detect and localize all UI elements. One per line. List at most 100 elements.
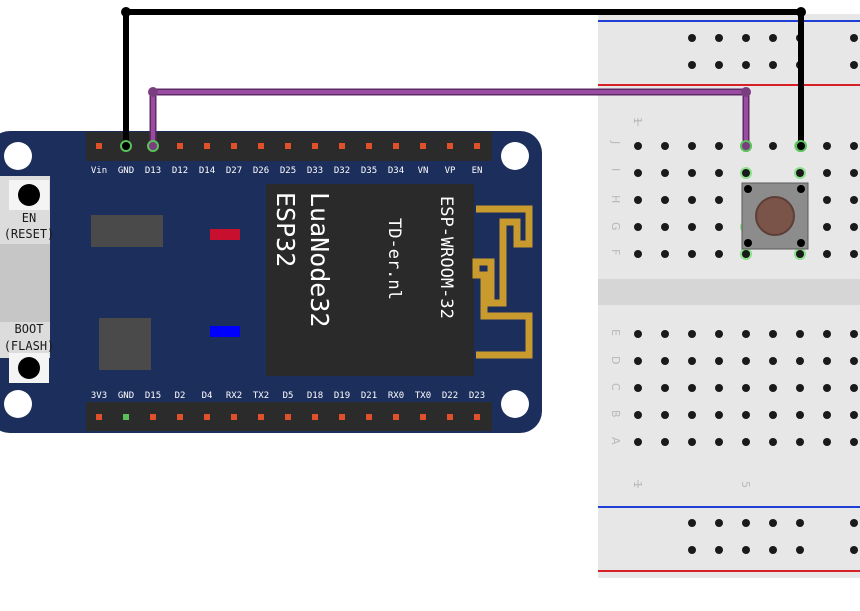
top-pin [258, 143, 264, 149]
pushbutton[interactable] [741, 182, 809, 250]
top-pin [312, 143, 318, 149]
top-pin [393, 143, 399, 149]
en-button[interactable] [18, 184, 40, 206]
breadboard-hole [661, 411, 669, 419]
wire-end-gnd [120, 140, 132, 152]
bottom-pin [339, 414, 345, 420]
bottom-pin-label: TX2 [253, 391, 269, 401]
breadboard-hole [634, 223, 642, 231]
regulator-chip [99, 318, 151, 370]
top-pin-label: D26 [253, 166, 269, 176]
pushbutton-cap[interactable] [755, 196, 795, 236]
breadboard-hole [688, 519, 696, 527]
boot-button[interactable] [18, 357, 40, 379]
breadboard-hole [769, 519, 777, 527]
wire-end-button [740, 140, 752, 152]
top-pin-label: GND [118, 166, 134, 176]
bottom-pin [366, 414, 372, 420]
center-channel [598, 279, 860, 305]
breadboard-hole [715, 61, 723, 69]
breadboard-hole [769, 384, 777, 392]
breadboard-hole [688, 546, 696, 554]
breadboard-hole [715, 34, 723, 42]
pushbutton-corner [797, 185, 805, 193]
bottom-pin-label: RX0 [388, 391, 404, 401]
breadboard-hole [661, 196, 669, 204]
breadboard-hole [688, 142, 696, 150]
top-pin-label: D14 [199, 166, 215, 176]
breadboard-hole [850, 546, 858, 554]
boot-label: BOOT [15, 322, 44, 336]
breadboard-hole [823, 250, 831, 258]
bottom-pin [393, 414, 399, 420]
breadboard-hole [796, 519, 804, 527]
breadboard-hole [769, 546, 777, 554]
top-pin-label: D32 [334, 166, 350, 176]
wire-bend [796, 7, 806, 17]
breadboard-hole [661, 169, 669, 177]
mounting-hole [501, 390, 529, 418]
module-part: ESP-WROOM-32 [436, 196, 456, 319]
breadboard-hole [742, 546, 750, 554]
breadboard-hole [661, 357, 669, 365]
breadboard-hole [715, 438, 723, 446]
breadboard-hole [715, 142, 723, 150]
breadboard-hole [850, 384, 858, 392]
breadboard-hole [850, 357, 858, 365]
breadboard-hole [715, 357, 723, 365]
breadboard-hole [796, 411, 804, 419]
breadboard-hole [742, 61, 750, 69]
breadboard: JIHGFEDCBA151 [598, 14, 860, 578]
breadboard-hole [823, 169, 831, 177]
top-pin-label: D12 [172, 166, 188, 176]
breadboard-hole [661, 223, 669, 231]
row-label: G [609, 222, 622, 231]
antenna-trace [472, 205, 533, 359]
breadboard-hole [850, 250, 858, 258]
breadboard-hole [742, 169, 750, 177]
bottom-pin [258, 414, 264, 420]
top-pin-label: D13 [145, 166, 161, 176]
row-label: H [609, 195, 622, 203]
breadboard-hole [742, 384, 750, 392]
top-pin [474, 143, 480, 149]
breadboard-hole [850, 330, 858, 338]
row-label: B [609, 410, 622, 418]
breadboard-hole [661, 250, 669, 258]
bottom-pin [285, 414, 291, 420]
bottom-pin-label: D19 [334, 391, 350, 401]
breadboard-hole [769, 61, 777, 69]
row-label: C [609, 383, 622, 391]
breadboard-hole [850, 411, 858, 419]
row-label: E [609, 329, 622, 336]
ic-chip [91, 215, 163, 247]
breadboard-hole [850, 223, 858, 231]
pushbutton-corner [797, 239, 805, 247]
bottom-pin [474, 414, 480, 420]
bottom-pin [177, 414, 183, 420]
breadboard-hole [769, 330, 777, 338]
gnd-wire[interactable] [123, 9, 804, 146]
breadboard-hole [715, 546, 723, 554]
top-pin-label: D27 [226, 166, 242, 176]
bottom-pin [447, 414, 453, 420]
bottom-pin-label: D4 [202, 391, 213, 401]
row-label: D [609, 356, 622, 364]
breadboard-labels: JIHGFEDCBA151 [609, 117, 752, 488]
breadboard-hole [715, 519, 723, 527]
breadboard-hole [688, 34, 696, 42]
breadboard-hole [850, 519, 858, 527]
en-label: EN [22, 211, 36, 225]
breadboard-hole [742, 330, 750, 338]
breadboard-hole [769, 411, 777, 419]
breadboard-hole [634, 330, 642, 338]
breadboard-hole [850, 61, 858, 69]
breadboard-hole [688, 196, 696, 204]
breadboard-hole [742, 411, 750, 419]
row-label: I [609, 168, 622, 171]
d13-wire[interactable] [151, 90, 748, 146]
